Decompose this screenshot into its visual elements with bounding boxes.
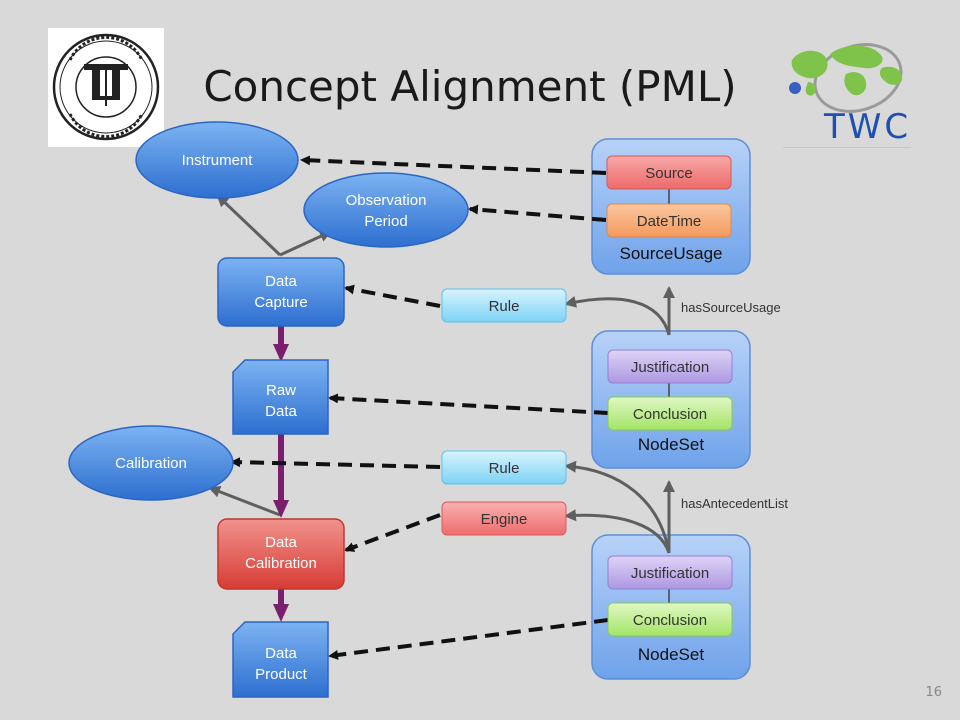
- data-product-label-2: Product: [255, 666, 308, 683]
- twc-logo-text: TWC: [823, 107, 911, 147]
- rule-pill-1: [441, 288, 567, 323]
- data-calibration-node: [217, 518, 345, 590]
- data-product-label-1: Data: [265, 645, 297, 662]
- justification-to-rule-arrow: [564, 295, 671, 336]
- rule-calibration-alignment: [230, 457, 441, 469]
- conclusion-label-2: Conclusion: [633, 612, 707, 629]
- conclusion-raw-alignment: [328, 393, 609, 415]
- page-number: 16: [925, 685, 942, 700]
- observation-period-label-2: Period: [364, 213, 407, 230]
- justification-label-2: Justification: [631, 565, 709, 582]
- justification-pill-2: [607, 555, 733, 590]
- rule-label-1: Rule: [489, 298, 520, 315]
- engine-pill: [441, 501, 567, 536]
- data-capture-label-2: Capture: [254, 294, 307, 311]
- rule-pill-2: [441, 450, 567, 485]
- calibration-node: [68, 425, 234, 501]
- capture-to-instrument-arrow: [216, 194, 282, 257]
- justification-pill-1: [607, 349, 733, 384]
- instrument-label: Instrument: [182, 152, 254, 169]
- nodeset-2-label: NodeSet: [638, 645, 704, 664]
- rule-capture-alignment: [344, 284, 441, 308]
- engine-calibration-alignment: [344, 513, 441, 552]
- twc-logo: TWC: [789, 43, 911, 147]
- justification-to-rule-2-arrow: [564, 460, 671, 554]
- has-antecedent-list-label: hasAntecedentList: [681, 496, 788, 511]
- calibration-arrow: [208, 486, 281, 517]
- data-product-node: [232, 621, 329, 698]
- capture-to-period-arrow: [279, 230, 332, 257]
- source-instrument-alignment: [300, 155, 607, 175]
- datetime-pill: [606, 203, 732, 238]
- data-calibration-label-1: Data: [265, 534, 297, 551]
- data-capture-node: [217, 257, 345, 327]
- has-source-usage-label: hasSourceUsage: [681, 300, 781, 315]
- calibration-label: Calibration: [115, 455, 187, 472]
- justification-label-1: Justification: [631, 359, 709, 376]
- source-label: Source: [645, 165, 693, 182]
- nodeset-1-label: NodeSet: [638, 435, 704, 454]
- observation-period-label-1: Observation: [346, 192, 427, 209]
- data-calibration-label-2: Calibration: [245, 555, 317, 572]
- conclusion-pill-2: [607, 602, 733, 637]
- conclusion-product-alignment: [328, 618, 609, 660]
- raw-data-node: [232, 359, 329, 435]
- instrument-node: [135, 121, 299, 199]
- conclusion-pill-1: [607, 396, 733, 431]
- justification-to-engine-arrow: [564, 509, 671, 554]
- datetime-label: DateTime: [637, 213, 701, 230]
- rpi-seal: [52, 33, 160, 141]
- raw-data-label-1: Raw: [266, 382, 296, 399]
- conclusion-label-1: Conclusion: [633, 406, 707, 423]
- sourceusage-label: SourceUsage: [619, 244, 722, 263]
- datetime-period-alignment: [468, 204, 607, 222]
- slide-title: Concept Alignment (PML): [203, 62, 737, 111]
- data-capture-label-1: Data: [265, 273, 297, 290]
- raw-data-label-2: Data: [265, 403, 297, 420]
- logo-divider: [783, 147, 911, 148]
- source-pill: [606, 155, 732, 190]
- observation-period-node: [303, 172, 469, 248]
- engine-label: Engine: [481, 511, 528, 528]
- rule-label-2: Rule: [489, 460, 520, 477]
